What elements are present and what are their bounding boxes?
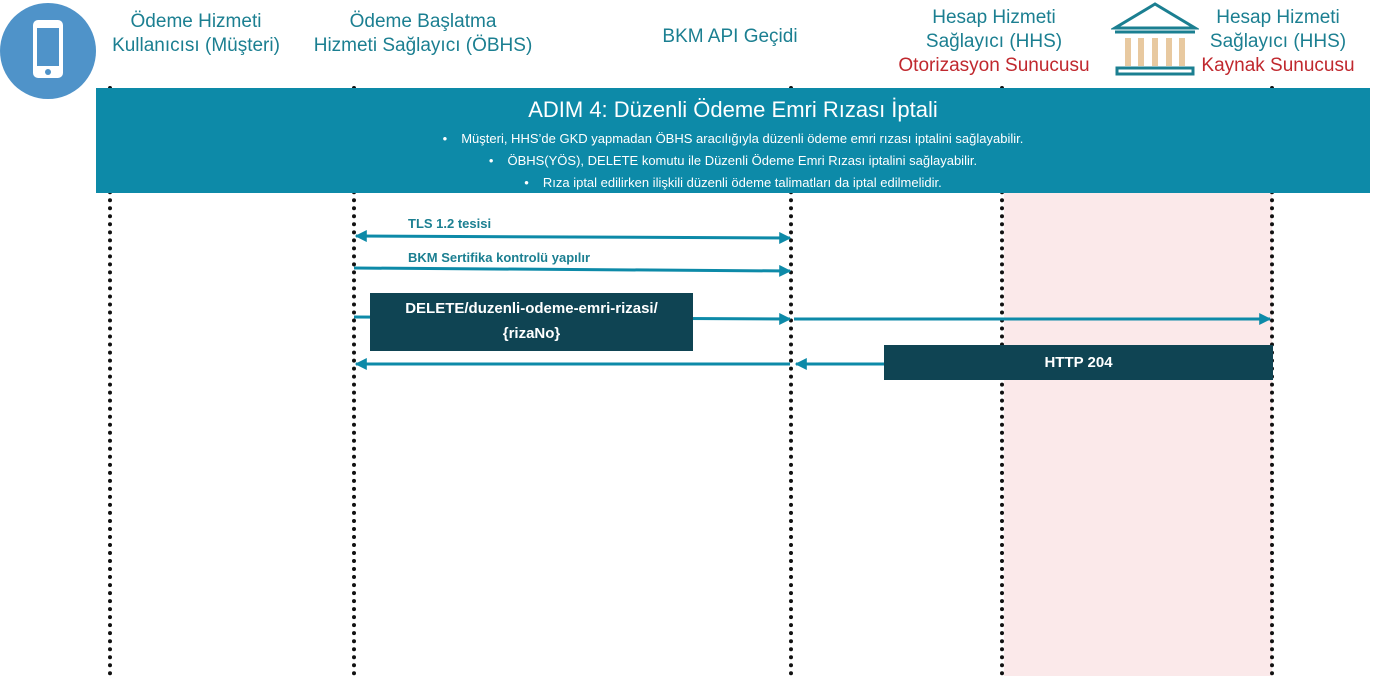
auth-server-lifeline bbox=[1000, 86, 1004, 676]
delete-request-line2: {rizaNo} bbox=[502, 325, 561, 342]
step-banner: ADIM 4: Düzenli Ödeme Emri Rızası İptali… bbox=[96, 88, 1370, 193]
actor-resource-server-line3: Kaynak Sunucusu bbox=[1201, 55, 1355, 76]
banner-bullet: Rıza iptal edilirken ilişkili düzenli öd… bbox=[96, 172, 1370, 194]
cert-label: BKM Sertifika kontrolü yapılır bbox=[408, 250, 591, 265]
cert-arrow bbox=[353, 264, 792, 277]
actor-gateway-line1: BKM API Geçidi bbox=[662, 26, 798, 47]
actor-gateway: BKM API Geçidi bbox=[630, 25, 830, 49]
response-label: HTTP 204 bbox=[1044, 354, 1113, 371]
delete-request-line1: DELETE/duzenli-odeme-emri-rizasi/ bbox=[405, 300, 658, 317]
resource-server-lifeline bbox=[1270, 86, 1274, 676]
tls-label: TLS 1.2 tesisi bbox=[408, 216, 492, 231]
actor-auth-server: Hesap Hizmeti Sağlayıcı (HHS) Otorizasyo… bbox=[880, 6, 1108, 78]
banner-bullet: ÖBHS(YÖS), DELETE komutu ile Düzenli Öde… bbox=[96, 150, 1370, 172]
bank-building-icon bbox=[1111, 2, 1199, 76]
actor-resource-server: Hesap Hizmeti Sağlayıcı (HHS) Kaynak Sun… bbox=[1196, 6, 1360, 78]
actor-obhs-line1: Ödeme Başlatma bbox=[349, 11, 497, 32]
actor-customer: Ödeme Hizmeti Kullanıcısı (Müşteri) bbox=[98, 10, 294, 58]
gateway-lifeline bbox=[789, 86, 793, 676]
actor-customer-line1: Ödeme Hizmeti bbox=[130, 11, 262, 32]
mobile-phone-icon bbox=[0, 3, 96, 99]
actor-obhs: Ödeme Başlatma Hizmeti Sağlayıcı (ÖBHS) bbox=[303, 10, 543, 58]
actor-resource-server-line2: Sağlayıcı (HHS) bbox=[1209, 31, 1347, 52]
obhs-lifeline bbox=[352, 86, 356, 676]
delete-request-box: DELETE/duzenli-odeme-emri-rizasi/ {rizaN… bbox=[370, 293, 693, 351]
actor-customer-line2: Kullanıcısı (Müşteri) bbox=[112, 35, 280, 56]
actor-auth-server-line2: Sağlayıcı (HHS) bbox=[925, 31, 1063, 52]
actor-obhs-line2: Hizmeti Sağlayıcı (ÖBHS) bbox=[313, 35, 533, 56]
actor-resource-server-line1: Hesap Hizmeti bbox=[1216, 7, 1340, 28]
tls-arrow bbox=[354, 230, 792, 244]
banner-bullets: Müşteri, HHS’de GKD yapmadan ÖBHS aracıl… bbox=[96, 128, 1370, 194]
banner-bullet: Müşteri, HHS’de GKD yapmadan ÖBHS aracıl… bbox=[96, 128, 1370, 150]
actor-auth-server-line1: Hesap Hizmeti bbox=[932, 7, 1056, 28]
resource-server-lane-highlight bbox=[1004, 190, 1272, 676]
banner-title: ADIM 4: Düzenli Ödeme Emri Rızası İptali bbox=[528, 97, 938, 122]
http-204-response-box: HTTP 204 bbox=[884, 345, 1273, 380]
customer-lifeline bbox=[108, 86, 112, 676]
actor-auth-server-line3: Otorizasyon Sunucusu bbox=[898, 55, 1090, 76]
